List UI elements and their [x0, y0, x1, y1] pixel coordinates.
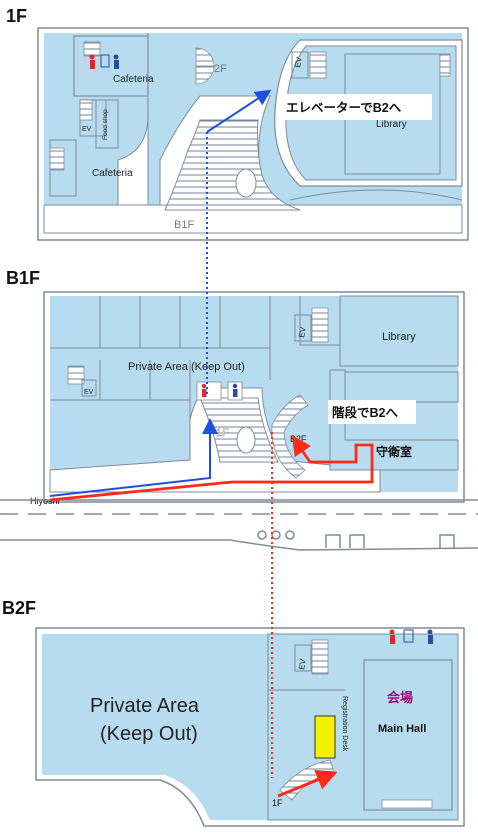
route-red-b1f [49, 435, 374, 502]
road-b1f [0, 499, 478, 551]
label-ev-left-1f: EV [82, 126, 92, 133]
toilet-icon-b1f [196, 381, 243, 401]
label-library-b1f: Library [382, 331, 416, 343]
floor-b2f: B2F Private Area (Keep Out) EV 会場 Main H… [2, 598, 465, 827]
ev-stairs-1f [309, 51, 327, 79]
label-stair-1f-b1f: 1F [216, 427, 229, 439]
stairs-left-1f [79, 99, 93, 121]
stairs-ev-b2f [311, 639, 329, 675]
label-private-area-b1f: Private Area (Keep Out) [128, 361, 245, 373]
label-registration-b2f: Registration Desk [341, 696, 348, 752]
callout-box-1f [280, 94, 432, 120]
label-cafeteria-top-1f: Cafeteria [113, 74, 154, 85]
toilet-icon-b2f [389, 629, 433, 644]
label-guard-room: 守衛室 [376, 444, 412, 459]
stairs-edge-1f [49, 147, 65, 171]
route-red [49, 432, 374, 798]
callout-elevator-1f: エレベーターでB2へ [286, 100, 402, 115]
label-private-area-2-b2f: (Keep Out) [100, 723, 198, 745]
label-library-1f: Library [376, 119, 407, 130]
curved-stairs-b1f [271, 394, 309, 479]
registration-desk [314, 715, 336, 759]
label-stair-1f-b2f: 1F [272, 798, 283, 808]
stairs-left-b1f [67, 365, 85, 385]
label-cafeteria-bottom-1f: Cafeteria [92, 168, 133, 179]
floor-b1f: B1F [0, 268, 478, 551]
label-main-hall-b2f: Main Hall [378, 723, 426, 735]
stairs-right-1f [439, 53, 451, 77]
cafeteria-block-1f [73, 35, 149, 97]
label-ev-b1f: EV [297, 326, 308, 339]
label-ev-right-1f: EV [293, 56, 304, 69]
callout-stairs-b1f: 階段でB2へ [332, 405, 398, 420]
floor-title-b2f: B2F [2, 598, 36, 618]
food-shop-block-1f [95, 99, 119, 149]
toilet-icon-1f [89, 54, 119, 69]
main-hall-b2f [363, 659, 453, 811]
ev-left-box-b1f [81, 379, 97, 397]
label-ev-b2f: EV [297, 658, 308, 671]
main-stairs-1f [164, 119, 301, 211]
ev-box-b2f [294, 644, 312, 672]
label-stair-b2f-b1f: B2F [290, 434, 307, 444]
label-food-shop-1f: Food shop [102, 109, 109, 140]
label-ev-left-b1f: EV [84, 389, 94, 396]
stairs-ev-b1f [311, 307, 329, 343]
route-red-arrow-b2f [277, 769, 338, 798]
label-venue-b2f: 会場 [387, 690, 413, 705]
oval-opening-b1f [236, 426, 256, 454]
label-stair-b1f: B1F [174, 219, 194, 231]
label-stair-2f: 2F [214, 63, 227, 75]
callout-box-b1f [328, 400, 416, 424]
route-blue-hiyoshi [49, 418, 218, 497]
ev-box-1f [291, 51, 309, 79]
stairs-2f-round-b [195, 65, 215, 85]
route-blue-arrow-1f [206, 89, 272, 133]
label-private-area-1-b2f: Private Area [90, 695, 200, 717]
label-hiyoshi: Hiyoshi [30, 496, 60, 506]
stairs-top-1f [83, 41, 101, 57]
ev-box-b1f [294, 314, 312, 342]
hall-stage-b2f [381, 799, 433, 809]
floor-title-1f: 1F [6, 6, 27, 26]
oval-opening-1f [235, 168, 257, 198]
floor-1f: 1F [6, 6, 469, 241]
route-blue [49, 89, 272, 497]
road-furniture [257, 530, 455, 548]
walkway-curve-1f [289, 189, 463, 201]
floor-title-b1f: B1F [6, 268, 40, 288]
